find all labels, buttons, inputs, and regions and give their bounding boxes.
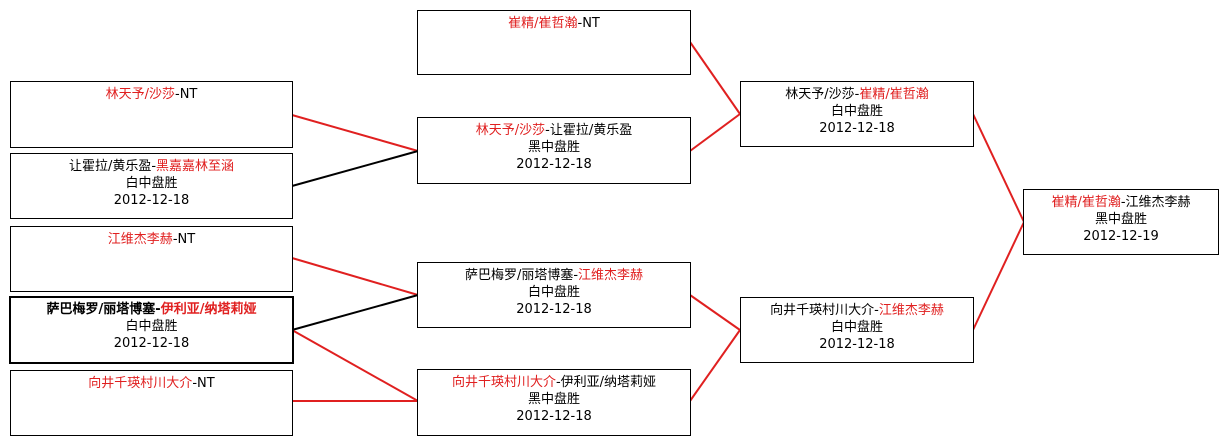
- player-left: 让霍拉/黄乐盈: [68, 159, 152, 174]
- connector-r3-2-to-final: [972, 221, 1025, 331]
- connector-r1-1-to-r2-1: [291, 114, 419, 152]
- player-right: 黑嘉嘉林至涵: [156, 159, 235, 174]
- match-pairing: 林天予/沙莎-让霍拉/黄乐盈: [418, 122, 690, 139]
- player-right: NT: [179, 87, 198, 102]
- player-right: 伊利亚/纳塔莉娅: [560, 375, 657, 390]
- match-box-r1-1: 林天予/沙莎-NT: [10, 81, 293, 148]
- match-date: 2012-12-18: [113, 336, 190, 351]
- match-date: 2012-12-19: [1083, 229, 1159, 244]
- player-right: 江维杰李赫: [878, 303, 944, 318]
- player-left: 向井千瑛村川大介: [770, 303, 875, 318]
- player-left: 萨巴梅罗/丽塔博塞: [464, 268, 574, 283]
- match-pairing: 向井千瑛村川大介-伊利亚/纳塔莉娅: [418, 374, 690, 391]
- match-pairing: 崔精/崔哲瀚-NT: [418, 15, 690, 32]
- pairing-separator: -: [577, 16, 583, 31]
- pairing-separator: -: [151, 159, 157, 174]
- match-pairing: 萨巴梅罗/丽塔博塞-江维杰李赫: [418, 267, 690, 284]
- connector-r2-3-to-r3-2: [689, 329, 741, 402]
- match-pairing: 林天予/沙莎-崔精/崔哲瀚: [741, 86, 973, 103]
- player-right: 伊利亚/纳塔莉娅: [160, 302, 257, 317]
- match-pairing: 向井千瑛村川大介-江维杰李赫: [741, 302, 973, 319]
- match-result: 黑中盘胜: [527, 140, 580, 155]
- player-right: NT: [582, 16, 600, 31]
- connector-r1-2-to-r2-1: [291, 150, 419, 187]
- player-left: 萨巴梅罗/丽塔博塞: [46, 302, 156, 317]
- match-pairing: 林天予/沙莎-NT: [11, 86, 292, 103]
- player-left: 向井千瑛村川大介: [451, 375, 556, 390]
- pairing-separator: -: [192, 376, 198, 391]
- match-pairing: 江维杰李赫-NT: [11, 231, 292, 248]
- match-pairing: 崔精/崔哲瀚-江维杰李赫: [1024, 194, 1218, 211]
- player-left: 江维杰李赫: [107, 232, 173, 247]
- match-date: 2012-12-18: [113, 193, 190, 208]
- connector-r2-1-to-r3-1: [689, 113, 741, 152]
- player-left: 崔精/崔哲瀚: [508, 16, 578, 31]
- connector-r1-4-to-r2-2: [291, 294, 419, 331]
- match-result: 白中盘胜: [830, 104, 883, 119]
- match-box-r2-0: 崔精/崔哲瀚-NT: [417, 10, 691, 75]
- player-right: 崔精/崔哲瀚: [859, 87, 929, 102]
- pairing-separator: -: [1120, 195, 1126, 210]
- connector-r2-0-to-r3-1: [689, 41, 741, 115]
- match-result: 白中盘胜: [527, 285, 580, 300]
- player-left: 林天予/沙莎: [475, 123, 546, 138]
- pairing-separator: -: [555, 375, 561, 390]
- player-left: 向井千瑛村川大介: [88, 376, 193, 391]
- pairing-separator: -: [172, 232, 178, 247]
- match-date: 2012-12-18: [819, 121, 895, 136]
- match-pairing: 萨巴梅罗/丽塔博塞-伊利亚/纳塔莉娅: [11, 301, 292, 318]
- pairing-separator: -: [545, 123, 550, 138]
- pairing-separator: -: [854, 87, 860, 102]
- match-date: 2012-12-18: [516, 157, 592, 172]
- pairing-separator: -: [175, 87, 180, 102]
- player-right: NT: [177, 232, 196, 247]
- player-right: NT: [197, 376, 215, 391]
- player-left: 林天予/沙莎: [785, 87, 855, 102]
- match-result: 黑中盘胜: [527, 392, 580, 407]
- match-pairing: 让霍拉/黄乐盈-黑嘉嘉林至涵: [11, 158, 292, 175]
- match-date: 2012-12-18: [516, 302, 592, 317]
- player-left: 林天予/沙莎: [105, 87, 175, 102]
- connector-r1-3-to-r2-2: [291, 257, 419, 296]
- player-right: 让霍拉/黄乐盈: [549, 123, 633, 138]
- pairing-separator: -: [874, 303, 879, 318]
- match-pairing: 向井千瑛村川大介-NT: [11, 375, 292, 392]
- player-right: 江维杰李赫: [1125, 195, 1191, 210]
- connector-r3-1-to-final: [972, 113, 1025, 223]
- match-result: 白中盘胜: [125, 319, 178, 334]
- match-result: 白中盘胜: [125, 176, 178, 191]
- pairing-separator: -: [573, 268, 579, 283]
- match-result: 白中盘胜: [830, 320, 883, 335]
- match-box-r1-5: 向井千瑛村川大介-NT: [10, 370, 293, 436]
- connector-r2-2-to-r3-2: [689, 294, 741, 331]
- match-box-r1-3: 江维杰李赫-NT: [10, 226, 293, 292]
- pairing-separator: -: [155, 302, 161, 317]
- match-result: 黑中盘胜: [1094, 212, 1147, 227]
- player-left: 崔精/崔哲瀚: [1051, 195, 1121, 210]
- player-right: 江维杰李赫: [578, 268, 644, 283]
- match-date: 2012-12-18: [516, 409, 592, 424]
- connector-r1-4-to-r2-3: [291, 329, 419, 402]
- match-date: 2012-12-18: [819, 337, 895, 352]
